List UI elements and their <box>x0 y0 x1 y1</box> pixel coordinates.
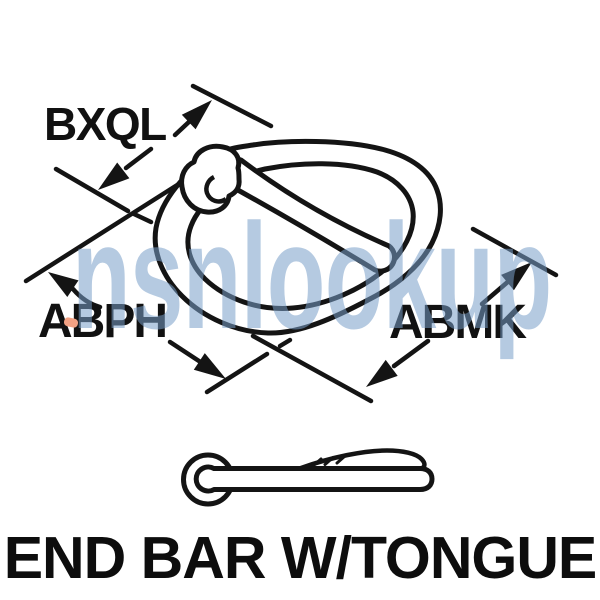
end-bar-side-view <box>181 448 435 507</box>
buckle-outer-outline <box>152 138 443 336</box>
extension-line-lower-right <box>250 333 374 404</box>
dimension-label-abmk: ABMK <box>389 296 527 349</box>
tongue-hinge-curl <box>204 174 228 204</box>
buckle-tongue <box>219 156 397 274</box>
side-view-taper-ticks <box>311 454 347 468</box>
dimension-arrows <box>48 100 532 387</box>
arrow-abph-lower <box>167 339 226 379</box>
extension-line-upper-left-dash <box>131 211 154 225</box>
extension-line-lower-left-dash <box>277 337 293 349</box>
arrow-bxql-lower <box>98 146 154 190</box>
arrow-bxql-upper <box>172 100 212 138</box>
extension-line-right <box>470 226 559 278</box>
extension-line-upper-left <box>53 166 131 214</box>
dimension-lines <box>23 83 559 404</box>
extension-line-lower-left <box>204 351 270 395</box>
figure-caption: END BAR W/TONGUE <box>3 525 598 591</box>
extension-line-top <box>190 83 274 129</box>
dimension-label-abph: ABPH <box>38 295 168 348</box>
buckle-top-view <box>152 138 443 336</box>
side-view-bar <box>193 464 435 494</box>
buckle-inner-outline <box>185 161 416 311</box>
extension-line-long-left <box>23 172 196 284</box>
arrow-abph-upper <box>48 272 103 310</box>
arrow-abmk-upper <box>479 262 532 307</box>
arrow-abmk-lower <box>366 338 431 387</box>
dimension-label-bxql: BXQL <box>44 98 167 150</box>
